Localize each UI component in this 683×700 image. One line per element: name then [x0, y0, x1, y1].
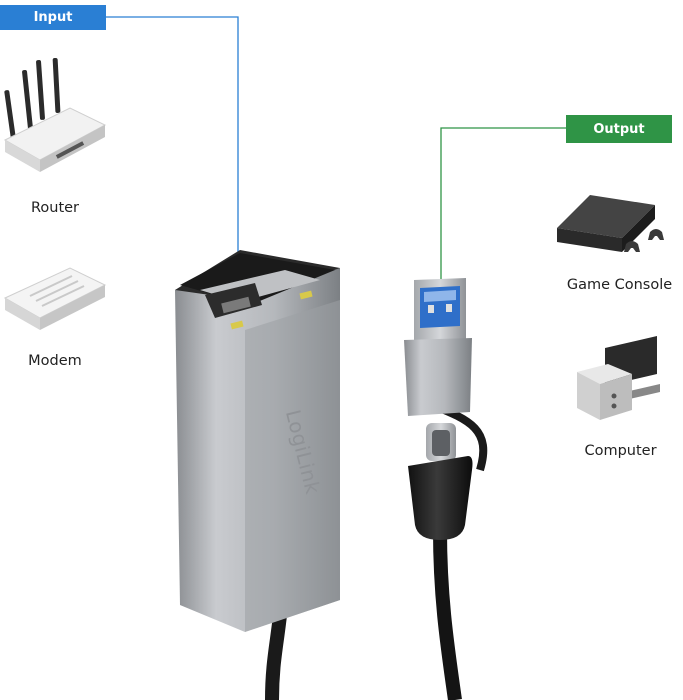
router-label: Router: [30, 200, 80, 216]
computer-icon: [577, 336, 660, 420]
output-tag-label: Output: [593, 121, 645, 137]
input-connector-line: [106, 16, 239, 258]
rj45-port: [200, 270, 320, 330]
usb-cable: [433, 529, 462, 700]
input-tag-label: Input: [33, 10, 73, 25]
game-console-icon: [557, 195, 664, 252]
ethernet-adapter: [175, 250, 340, 632]
modem-icon: [3, 267, 107, 330]
usb-c-connector: [408, 423, 473, 540]
usb-a-connector: [404, 278, 472, 416]
output-connector-line: [440, 127, 566, 280]
modem-label: Modem: [28, 353, 82, 369]
input-tag: Input: [0, 5, 106, 30]
game-console-label: Game Console: [566, 277, 673, 293]
computer-label: Computer: [584, 443, 657, 459]
router-icon: [3, 57, 107, 172]
output-tag: Output: [566, 115, 672, 143]
